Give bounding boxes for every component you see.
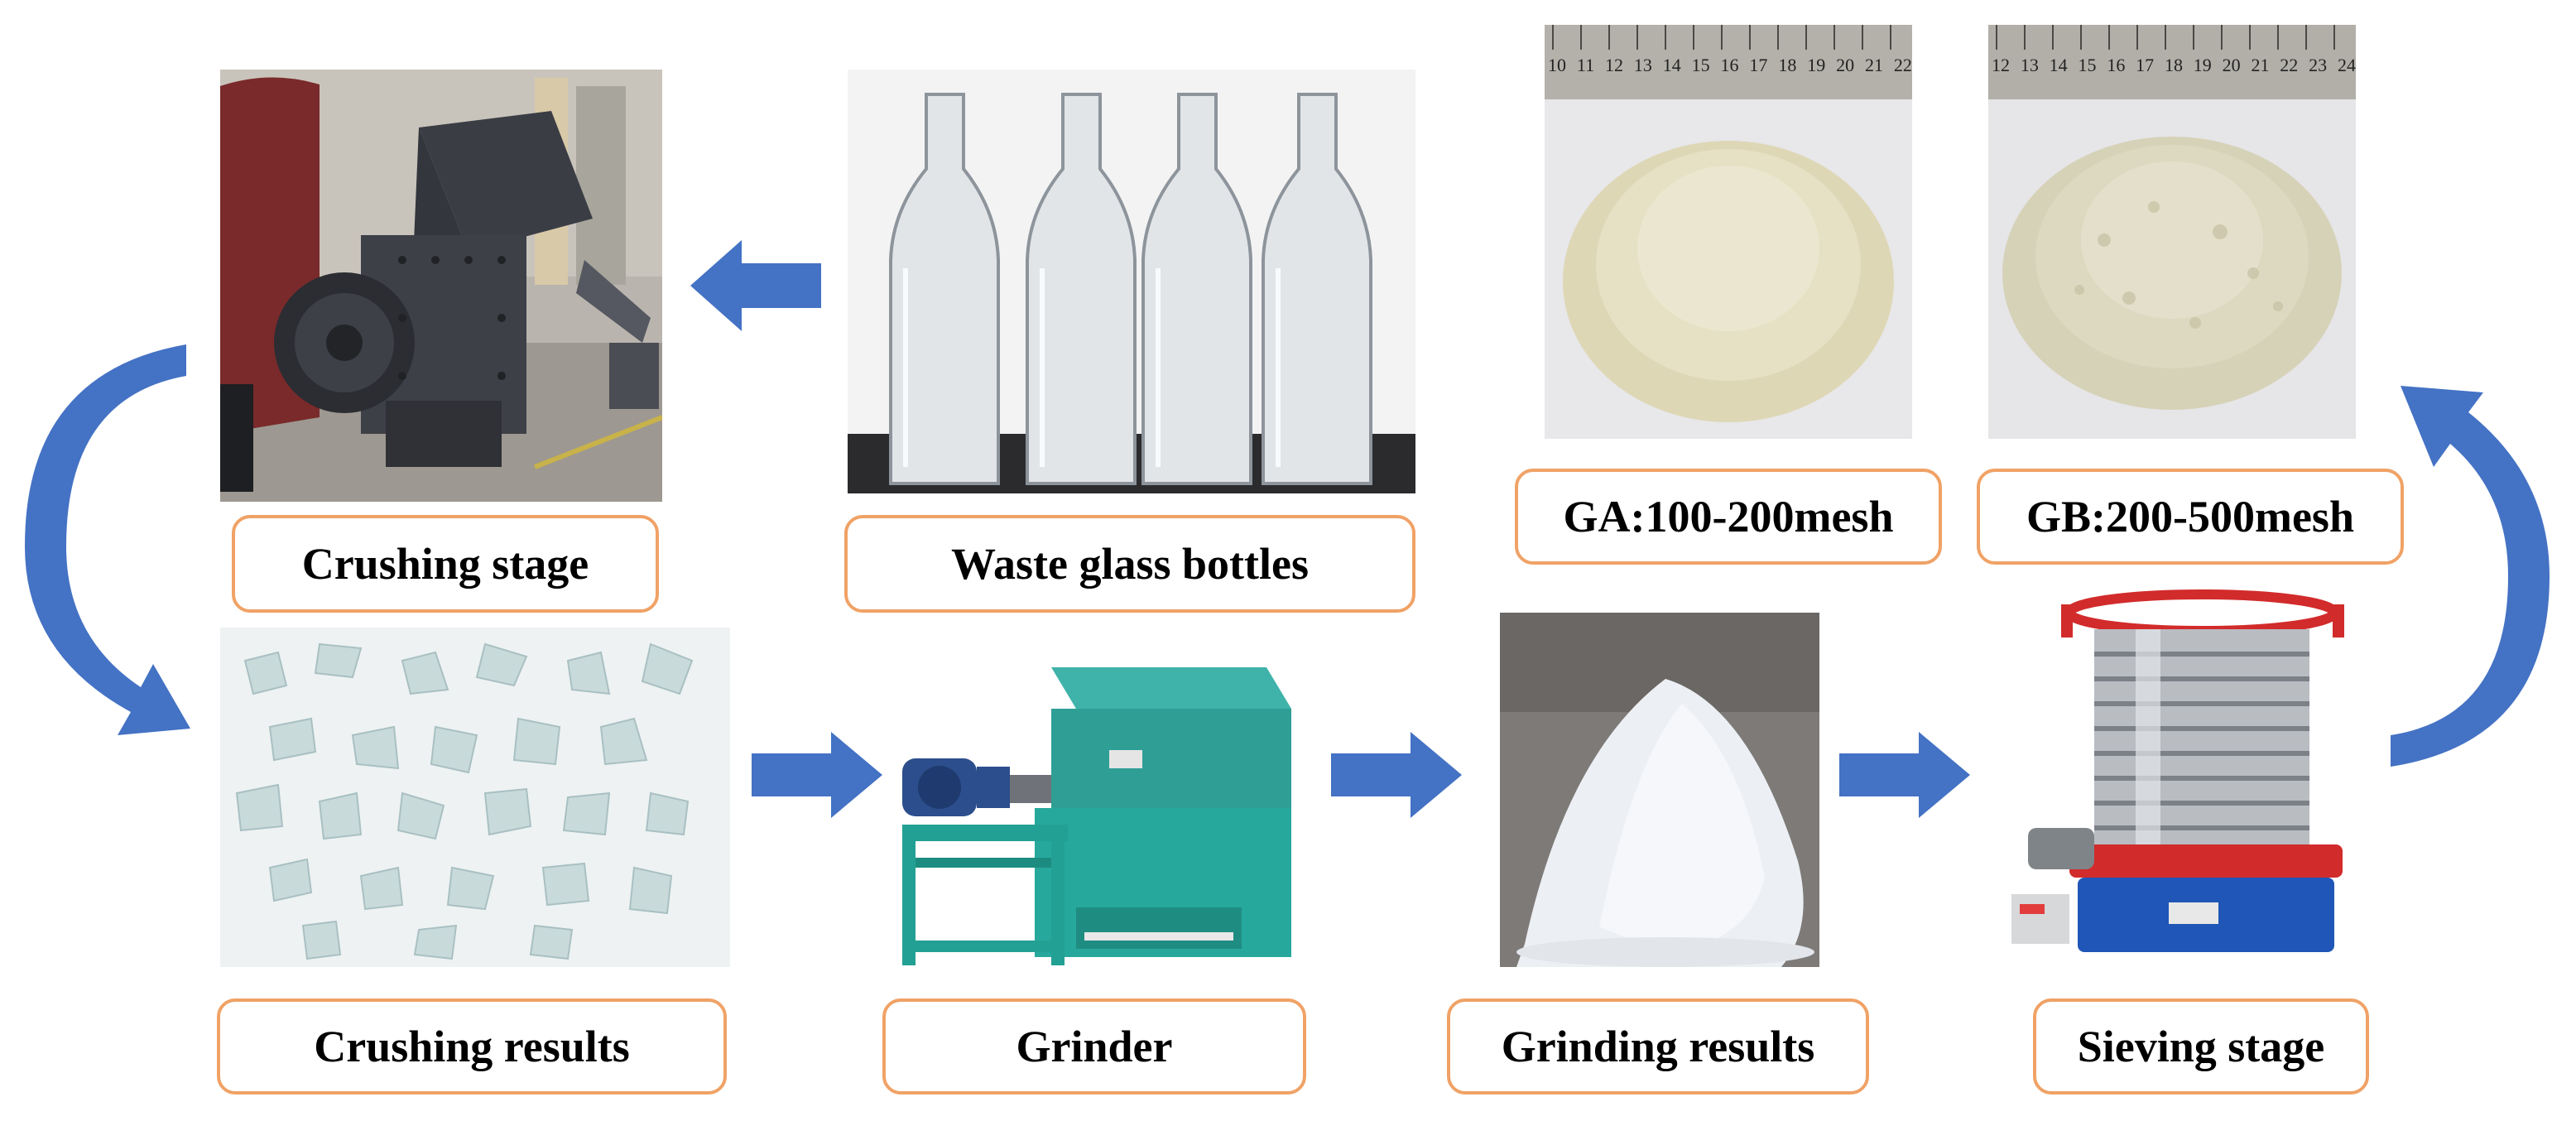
process-arrow-icon bbox=[1331, 732, 1462, 818]
ruler-number: 20 bbox=[2222, 55, 2241, 75]
curved-arrow-icon bbox=[2384, 361, 2559, 768]
grinding-results-label: Grinding results bbox=[1447, 998, 1869, 1095]
ruler-number: 20 bbox=[1836, 55, 1855, 75]
ga-mesh-label: GA:100-200mesh bbox=[1515, 469, 1942, 565]
process-arrow-icon bbox=[1839, 732, 1970, 818]
ruler-number: 21 bbox=[2251, 55, 2270, 75]
ruler-number: 16 bbox=[1720, 55, 1739, 75]
ruler-number: 18 bbox=[1778, 55, 1797, 75]
ruler-number: 11 bbox=[1576, 55, 1595, 75]
ruler-number: 21 bbox=[1864, 55, 1883, 75]
ruler-number: 19 bbox=[1807, 55, 1826, 75]
process-arrow-icon bbox=[690, 240, 821, 331]
waste-glass-bottles-label: Waste glass bottles bbox=[844, 515, 1415, 613]
sieving-machine-photo bbox=[2011, 580, 2354, 962]
grinder-label: Grinder bbox=[882, 998, 1306, 1095]
grinder-photo bbox=[886, 659, 1295, 972]
ruler-number: 10 bbox=[1548, 55, 1566, 75]
crushing-results-photo bbox=[220, 628, 730, 967]
ruler-number: 13 bbox=[1633, 55, 1652, 75]
crushing-stage-label: Crushing stage bbox=[232, 515, 659, 613]
curved-arrow-icon bbox=[17, 339, 190, 753]
gb-ruler-numbers: 12 13 14 15 16 17 18 19 20 21 22 23 24 bbox=[1992, 55, 2356, 88]
process-arrow-icon bbox=[752, 732, 882, 818]
ruler-number: 12 bbox=[1604, 55, 1623, 75]
ruler-number: 14 bbox=[2049, 55, 2068, 75]
ruler-number: 15 bbox=[1691, 55, 1710, 75]
crushing-results-label: Crushing results bbox=[217, 998, 727, 1095]
sieving-stage-label: Sieving stage bbox=[2033, 998, 2369, 1095]
ga-ruler-numbers: 10 11 12 13 14 15 16 17 18 19 20 21 22 bbox=[1548, 55, 1912, 88]
ruler-number: 15 bbox=[2078, 55, 2097, 75]
ruler-number: 18 bbox=[2164, 55, 2183, 75]
grinding-results-photo bbox=[1500, 613, 1819, 967]
ruler-number: 22 bbox=[2280, 55, 2299, 75]
ruler-number: 12 bbox=[1992, 55, 2010, 75]
ruler-number: 13 bbox=[2020, 55, 2039, 75]
ruler-number: 19 bbox=[2193, 55, 2212, 75]
ruler-number: 17 bbox=[1749, 55, 1768, 75]
ruler-number: 23 bbox=[2309, 55, 2328, 75]
gb-mesh-label: GB:200-500mesh bbox=[1977, 469, 2404, 565]
ruler-number: 24 bbox=[2337, 55, 2356, 75]
ruler-number: 17 bbox=[2136, 55, 2155, 75]
ruler-number: 14 bbox=[1662, 55, 1681, 75]
gb-powder-photo: 12 13 14 15 16 17 18 19 20 21 22 23 24 bbox=[1988, 25, 2356, 439]
ruler-number: 22 bbox=[1893, 55, 1912, 75]
waste-glass-bottles-photo bbox=[848, 70, 1415, 493]
ruler-number: 16 bbox=[2107, 55, 2126, 75]
ga-powder-photo: 10 11 12 13 14 15 16 17 18 19 20 21 22 bbox=[1545, 25, 1912, 439]
crushing-machine-photo bbox=[220, 70, 662, 502]
